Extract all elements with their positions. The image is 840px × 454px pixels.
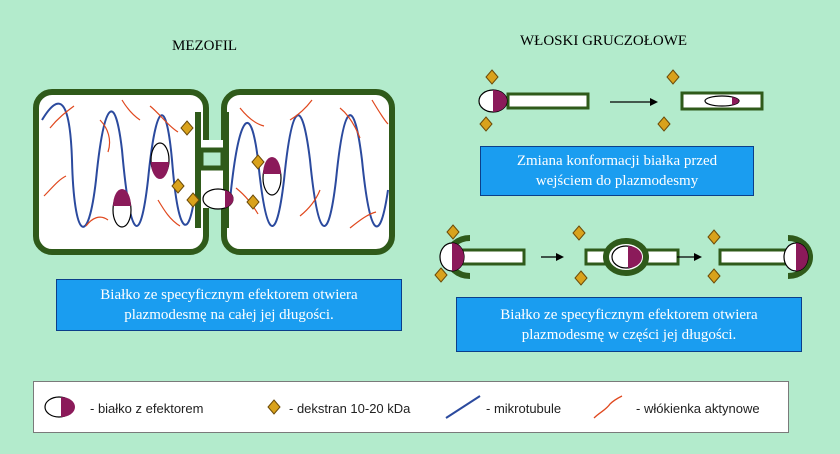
- right-cell: [224, 92, 392, 252]
- mezofil-caption-box: Białko ze specyficznym efektorem otwiera…: [56, 279, 402, 331]
- legend-protein-icon: [45, 397, 75, 417]
- partial-caption-box: Białko ze specyficznym efektorem otwiera…: [456, 297, 802, 352]
- mezofil-protein-1: [151, 143, 169, 179]
- wloski-bottom-middle: [573, 226, 678, 285]
- legend: - białko z efektorem - dekstran 10-20 kD…: [33, 381, 789, 433]
- wloski-bottom-right: [708, 230, 810, 283]
- mezofil-protein-2: [113, 189, 131, 227]
- conformation-caption-box: Zmiana konformacji białka przed wejściem…: [480, 146, 754, 196]
- legend-protein-label: - białko z efektorem: [90, 401, 203, 416]
- legend-actin-label: - włókienka aktynowe: [636, 401, 760, 416]
- legend-microtubule-icon: [446, 396, 480, 418]
- mezofil-caption-line1: Białko ze specyficznym efektorem otwiera: [57, 285, 401, 305]
- conformation-caption-line1: Zmiana konformacji białka przed: [481, 151, 753, 171]
- conformation-caption-line2: wejściem do plazmodesmy: [481, 171, 753, 191]
- legend-actin-icon: [594, 396, 622, 418]
- wloski-arrow-1: [610, 98, 658, 106]
- wloski-arrow-2: [541, 253, 564, 261]
- wloski-arrow-3: [677, 253, 702, 261]
- mezofil-protein-3: [263, 157, 281, 195]
- wloski-top-right: [658, 70, 762, 131]
- mezofil-protein-plasmodesma: [203, 189, 233, 209]
- legend-dextran-label: - dekstran 10-20 kDa: [289, 401, 410, 416]
- mezofil-caption-line2: plazmodesmę na całej jej długości.: [57, 305, 401, 325]
- wloski-top-left: [479, 70, 588, 131]
- partial-caption-line1: Białko ze specyficznym efektorem otwiera: [457, 305, 801, 325]
- partial-caption-line2: plazmodesmę w części jej długości.: [457, 325, 801, 345]
- legend-microtubule-label: - mikrotubule: [486, 401, 561, 416]
- legend-dextran-icon: [268, 400, 280, 414]
- wloski-bottom-left: [435, 225, 524, 282]
